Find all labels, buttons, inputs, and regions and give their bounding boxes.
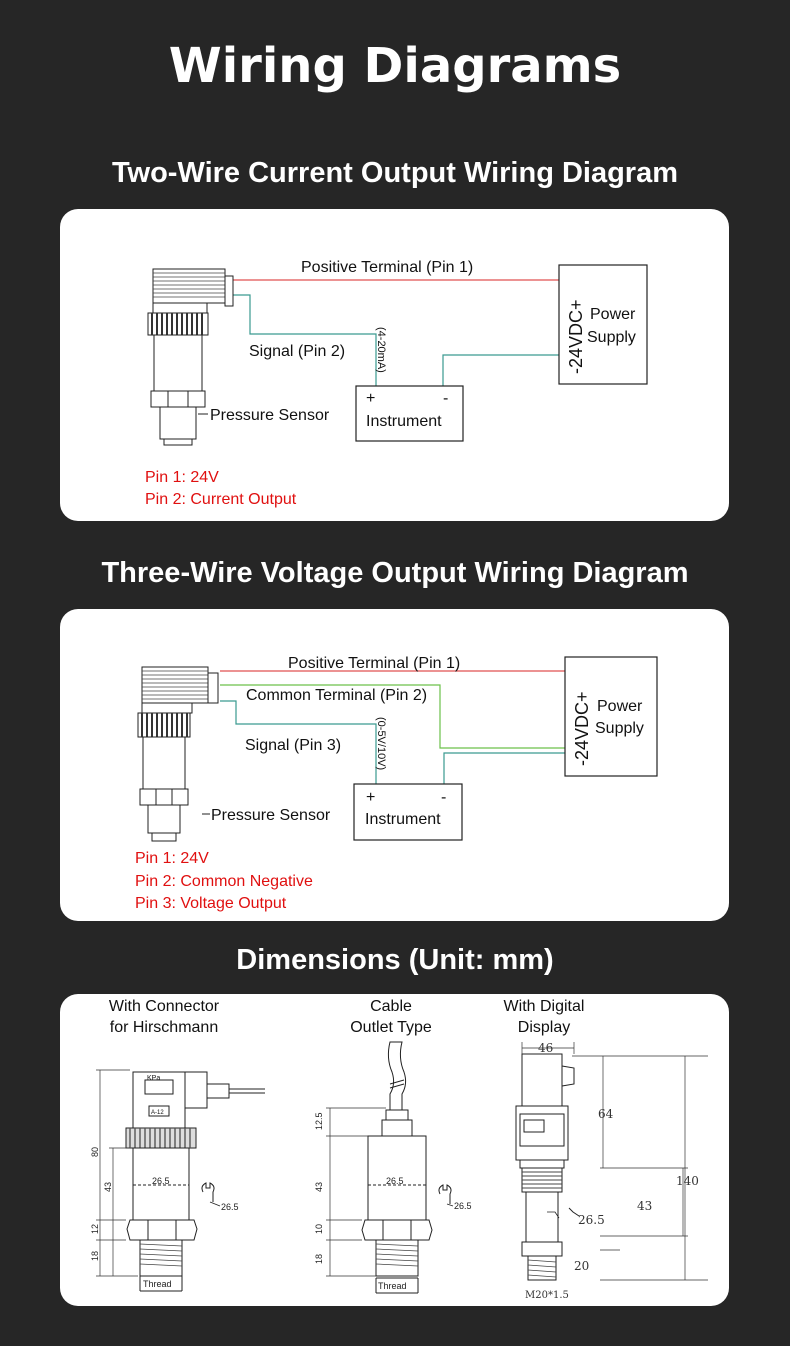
two-wire-diagram-card: + - Instrument -24VDC+ Power Supply Posi… — [60, 209, 729, 521]
positive-terminal-label: Positive Terminal (Pin 1) — [288, 655, 460, 672]
power-supply-label-2: Supply — [587, 329, 636, 346]
cable-hex-height: 10 — [314, 1224, 324, 1234]
cable-caption-2: Outlet Type — [350, 1019, 432, 1036]
range-label: (0-5V/10V) — [375, 717, 387, 770]
power-supply-box — [564, 656, 658, 777]
pressure-sensor-drawing — [137, 666, 219, 842]
instrument-box — [355, 385, 464, 442]
hirschmann-caption-2: for Hirschmann — [110, 1019, 218, 1036]
common-terminal-label: Common Terminal (Pin 2) — [246, 687, 427, 704]
hirschmann-tag: A-12 — [151, 1110, 164, 1116]
common-wire — [220, 684, 565, 749]
section-title-two-wire: Two-Wire Current Output Wiring Diagram — [111, 157, 679, 189]
pin1-note: Pin 1: 24V — [135, 850, 209, 867]
cable-wrench-size: 26.5 — [454, 1201, 472, 1211]
digital-mid-height: 43 — [637, 1199, 652, 1213]
cable-diameter: 26.5 — [386, 1176, 404, 1186]
cable-caption-1: Cable — [370, 998, 412, 1015]
wrench-icon — [438, 1184, 452, 1204]
digital-wrench-size: 26.5 — [578, 1213, 605, 1227]
digital-bottom-height: 20 — [574, 1259, 589, 1273]
cable-top-height: 12.5 — [314, 1112, 324, 1130]
dimensions-card: With Connector for Hirschmann Cable Outl… — [60, 994, 729, 1306]
two-wire-diagram: + - Instrument -24VDC+ Power Supply Posi… — [145, 259, 648, 508]
power-supply-label-1: Power — [590, 306, 636, 323]
digital-top-height: 64 — [598, 1107, 614, 1121]
power-supply-vdc: -24VDC+ — [572, 691, 592, 766]
instrument-minus: - — [443, 390, 448, 407]
range-label: (4-20mA) — [375, 327, 387, 373]
cable-body-height: 43 — [314, 1182, 324, 1192]
hirschmann-body-height: 43 — [103, 1182, 113, 1192]
hirschmann-thread-height: 18 — [90, 1251, 100, 1261]
power-supply-box — [558, 264, 648, 385]
instrument-minus: - — [441, 789, 446, 806]
section-title-three-wire: Three-Wire Voltage Output Wiring Diagram — [101, 557, 689, 589]
signal-wire — [232, 294, 377, 386]
cable-dimension-lines — [326, 1107, 386, 1277]
instrument-plus: + — [366, 390, 375, 407]
section-title-dimensions: Dimensions (Unit: mm) — [236, 944, 554, 976]
dimensions-drawings: With Connector for Hirschmann Cable Outl… — [90, 998, 708, 1301]
power-supply-label-1: Power — [597, 698, 643, 715]
digital-total-height: 140 — [676, 1174, 699, 1188]
hirschmann-wrench-size: 26.5 — [221, 1202, 239, 1212]
page-title: Wiring Diagrams — [168, 38, 622, 94]
power-supply-vdc: -24VDC+ — [566, 299, 586, 374]
digital-width: 46 — [538, 1041, 553, 1055]
digital-thread-label: M20*1.5 — [525, 1290, 569, 1301]
hirschmann-total-height: 80 — [90, 1147, 100, 1157]
three-wire-diagram-card: + - Instrument -24VDC+ Power Supply Posi… — [60, 609, 729, 921]
hirschmann-sensor-drawing — [125, 1071, 265, 1292]
pin3-note: Pin 3: Voltage Output — [135, 895, 287, 912]
hirschmann-diameter: 26.5 — [152, 1176, 170, 1186]
cable-sensor-drawing — [361, 1041, 433, 1294]
pressure-sensor-drawing — [147, 268, 234, 446]
wrench-icon — [201, 1182, 215, 1202]
hirschmann-hex-height: 12 — [90, 1224, 100, 1234]
return-wire — [443, 752, 565, 784]
instrument-plus: + — [366, 789, 375, 806]
hirschmann-dimension-lines — [96, 1069, 138, 1277]
cable-thread-label: Thread — [378, 1281, 407, 1291]
instrument-box — [353, 783, 463, 841]
digital-caption-1: With Digital — [504, 998, 585, 1015]
digital-dimension-lines — [521, 1042, 708, 1281]
signal-label: Signal (Pin 2) — [249, 343, 345, 360]
power-supply-label-2: Supply — [595, 720, 644, 737]
sensor-label: Pressure Sensor — [211, 807, 331, 824]
signal-wire — [220, 700, 377, 784]
signal-label: Signal (Pin 3) — [245, 737, 341, 754]
sensor-label: Pressure Sensor — [210, 407, 330, 424]
hirschmann-caption-1: With Connector — [109, 998, 220, 1015]
instrument-label: Instrument — [366, 413, 442, 430]
hirschmann-brand: KPa — [147, 1075, 160, 1082]
digital-caption-2: Display — [518, 1019, 570, 1036]
wrench-icon — [568, 1207, 580, 1217]
return-wire — [442, 354, 559, 386]
three-wire-diagram: + - Instrument -24VDC+ Power Supply Posi… — [135, 655, 658, 912]
digital-sensor-drawing — [515, 1053, 575, 1281]
hirschmann-thread-label: Thread — [143, 1279, 172, 1289]
pin2-note: Pin 2: Common Negative — [135, 873, 313, 890]
pin1-note: Pin 1: 24V — [145, 469, 219, 486]
positive-terminal-label: Positive Terminal (Pin 1) — [301, 259, 473, 276]
instrument-label: Instrument — [365, 811, 441, 828]
pin2-note: Pin 2: Current Output — [145, 491, 297, 508]
cable-thread-height: 18 — [314, 1254, 324, 1264]
